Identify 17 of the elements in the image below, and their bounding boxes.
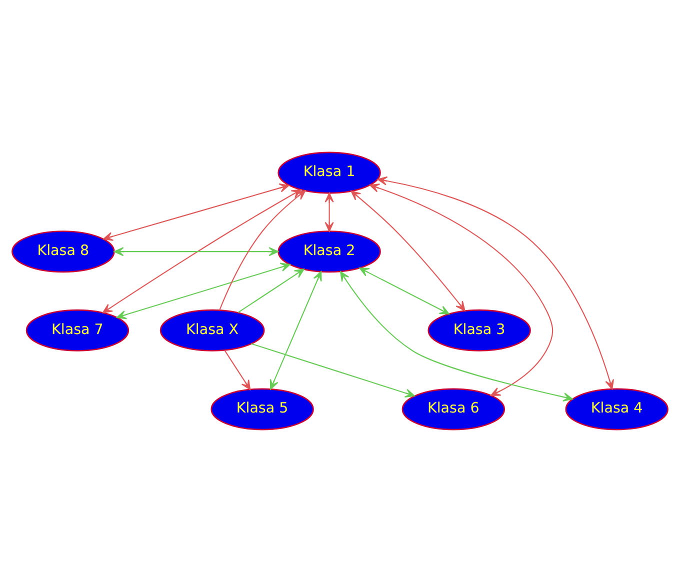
arrow: [114, 247, 279, 256]
arrow: [359, 268, 450, 314]
node-ellipse: Klasa X: [160, 309, 265, 352]
arrow: [340, 271, 574, 402]
arrow: [251, 343, 415, 398]
node-ellipse: Klasa 4: [565, 388, 668, 430]
arrow: [324, 192, 334, 232]
arrow: [224, 350, 251, 390]
arrow: [350, 190, 466, 312]
arrow: [116, 262, 290, 320]
arrow: [102, 183, 290, 241]
arrow: [270, 271, 322, 390]
node-ellipse: Klasa 3: [428, 309, 531, 352]
arrow: [369, 184, 554, 396]
node-ellipse: Klasa 5: [210, 388, 314, 430]
arrow: [377, 176, 614, 390]
arrow: [238, 268, 304, 314]
